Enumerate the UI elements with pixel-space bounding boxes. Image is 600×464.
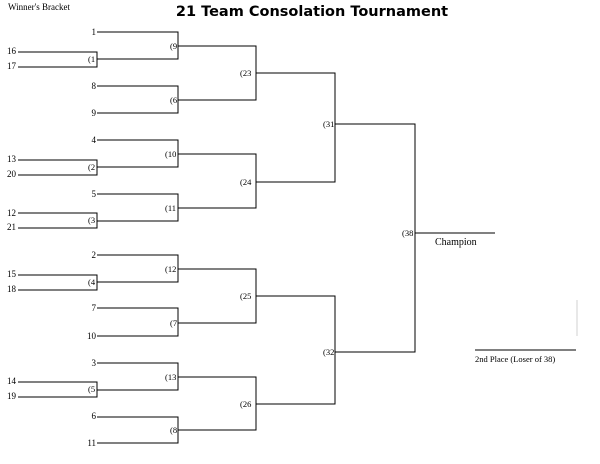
seed-label: 15 [7, 269, 17, 279]
game-label: (38 [402, 228, 413, 238]
seed-label: 7 [92, 303, 97, 313]
seed-label: 11 [87, 438, 96, 448]
bracket-line [256, 295, 336, 405]
game-label: (32 [323, 347, 334, 357]
second-place-label: 2nd Place (Loser of 38) [475, 354, 555, 364]
bracket-line [18, 274, 98, 291]
game-label: (8 [170, 425, 177, 435]
bracket-line [18, 212, 98, 229]
game-label: (13 [165, 372, 176, 382]
bracket-line [18, 159, 98, 176]
bracket-line [18, 381, 98, 398]
bracket-line [97, 307, 179, 337]
seed-label: 2 [92, 250, 97, 260]
game-label: (12 [165, 264, 176, 274]
game-label: (11 [165, 203, 176, 213]
game-label: (3 [88, 215, 95, 225]
seed-label: 19 [7, 391, 17, 401]
page-title: 21 Team Consolation Tournament [176, 4, 448, 20]
seed-label: 4 [92, 135, 97, 145]
bracket-line [97, 416, 179, 444]
game-label: (4 [88, 277, 96, 287]
bracket-line [335, 123, 416, 353]
bracket-line [97, 85, 179, 114]
seed-label: 1 [92, 27, 97, 37]
game-label: (2 [88, 162, 95, 172]
seed-label: 10 [87, 331, 97, 341]
seed-label: 21 [7, 222, 16, 232]
bracket-line [178, 153, 257, 209]
seed-label: 14 [7, 376, 17, 386]
game-label: (10 [165, 149, 176, 159]
seed-label: 13 [7, 154, 17, 164]
game-label: (1 [88, 54, 95, 64]
bracket-label: Winner's Bracket [8, 2, 70, 12]
game-label: (31 [323, 119, 334, 129]
seed-label: 9 [92, 108, 97, 118]
seed-label: 5 [92, 189, 97, 199]
bracket-line [18, 51, 98, 68]
champion-label: Champion [435, 237, 477, 248]
game-label: (9 [170, 41, 177, 51]
bracket-line [256, 72, 336, 183]
game-label: (24 [240, 177, 252, 187]
seed-label: 12 [7, 208, 16, 218]
seed-label: 20 [7, 169, 17, 179]
game-label: (6 [170, 95, 177, 105]
bracket-line [97, 31, 179, 60]
game-label: (5 [88, 384, 95, 394]
seed-label: 3 [92, 358, 97, 368]
game-label: (26 [240, 399, 251, 409]
seed-label: 16 [7, 46, 17, 56]
seed-label: 6 [92, 411, 97, 421]
seed-label: 17 [7, 61, 17, 71]
game-label: (23 [240, 68, 251, 78]
seed-label: 18 [7, 284, 17, 294]
game-label: (7 [170, 318, 177, 328]
seed-label: 8 [92, 81, 97, 91]
game-label: (25 [240, 291, 251, 301]
